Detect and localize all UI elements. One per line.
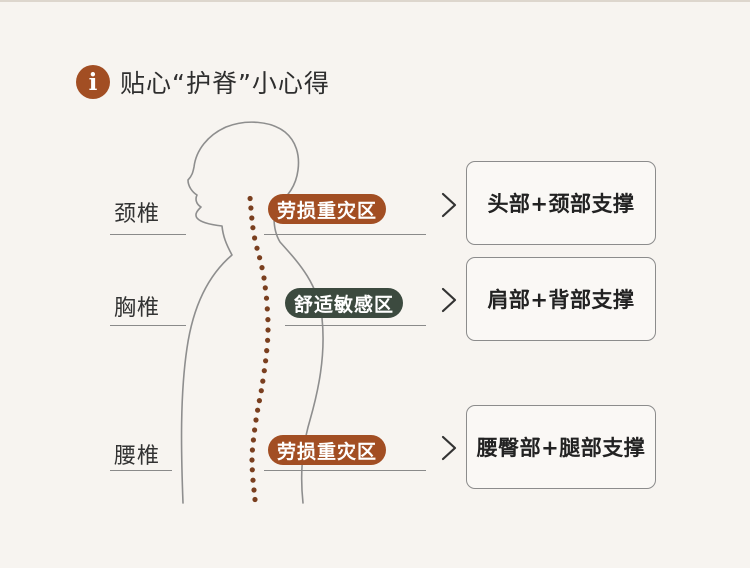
- spine-dot: [265, 317, 271, 323]
- spine-dot: [250, 225, 256, 231]
- spine-dot: [249, 457, 255, 463]
- cervical-label-line: [110, 234, 186, 235]
- spine-dot: [255, 407, 261, 413]
- spine-dot: [253, 417, 259, 423]
- thoracic-zone-badge: 舒适敏感区: [285, 288, 404, 318]
- spine-dot: [249, 447, 255, 453]
- lumbar-label-line: [110, 470, 172, 471]
- lumbar-zone-badge: 劳损重灾区: [268, 435, 387, 465]
- spine-dot: [252, 496, 258, 503]
- spine-dot: [250, 477, 256, 483]
- spine-dot: [265, 337, 271, 343]
- shoulder-back-support-box: 肩部+背部支撑: [466, 257, 656, 341]
- spine-dot: [252, 427, 258, 433]
- spine-dot: [265, 327, 271, 333]
- spine-dot: [247, 195, 253, 202]
- spine-dot: [256, 398, 262, 404]
- spine-dot: [264, 306, 270, 312]
- thoracic-label-line: [110, 325, 186, 326]
- spine-dot: [261, 275, 267, 281]
- spine-dot: [249, 215, 255, 221]
- page-title: 贴心“护脊”小心得: [120, 69, 330, 98]
- cervical-zone-badge: 劳损重灾区: [268, 194, 387, 224]
- header: i 贴心“护脊”小心得: [76, 62, 330, 102]
- spine-dot: [263, 358, 269, 364]
- spine-dot: [254, 245, 260, 251]
- lumbar-badge-line: [264, 470, 426, 471]
- thoracic-badge-line: [285, 325, 426, 326]
- cervical-badge-line: [264, 234, 426, 235]
- spine-dot: [248, 205, 254, 211]
- spine-dot: [261, 368, 267, 374]
- body-outline: [180, 121, 324, 504]
- spine-dot: [262, 285, 268, 291]
- spine-dot: [257, 255, 263, 261]
- thoracic-label: 胸椎: [114, 296, 161, 321]
- spine-dot: [260, 378, 266, 384]
- info-icon: i: [76, 65, 110, 99]
- spine-dot: [252, 235, 258, 241]
- cervical-label: 颈椎: [114, 202, 161, 227]
- chevron-right-icon: [441, 435, 457, 461]
- top-divider: [0, 0, 750, 2]
- chevron-right-icon: [441, 192, 457, 218]
- spine-dot: [263, 295, 270, 301]
- spine-dot: [258, 388, 264, 394]
- chevron-right-icon: [441, 287, 457, 313]
- spine-dots: [247, 195, 271, 503]
- spine-dot: [264, 348, 270, 354]
- spine-dot: [250, 437, 256, 443]
- spine-dot: [259, 265, 265, 271]
- head-neck-support-box: 头部+颈部支撑: [466, 161, 656, 245]
- spine-dot: [251, 487, 257, 493]
- lumbar-label: 腰椎: [114, 444, 161, 469]
- spine-dot: [249, 467, 255, 473]
- waist-leg-support-box: 腰臀部+腿部支撑: [466, 405, 656, 489]
